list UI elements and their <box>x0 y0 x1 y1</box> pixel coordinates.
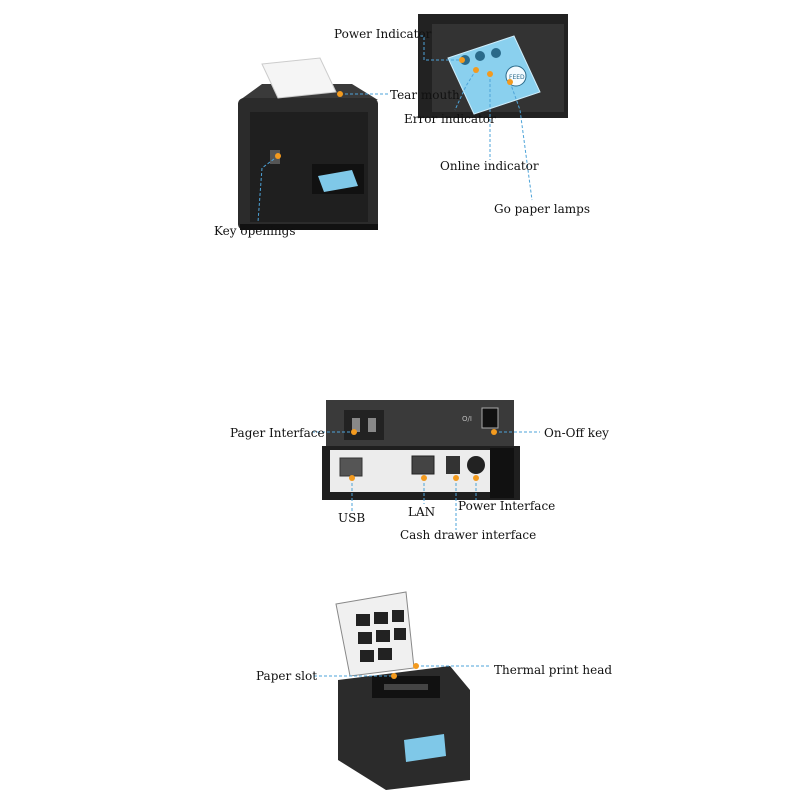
label-on-off-key: On-Off key <box>544 426 609 440</box>
label-paper-slot: Paper slot <box>256 669 318 683</box>
label-cash-drawer-interface: Cash drawer interface <box>400 528 537 542</box>
label-error-indicator: Error indicator <box>404 112 496 126</box>
printer-front <box>238 57 378 230</box>
feed-button-text: FEED <box>509 74 525 81</box>
label-go-paper-lamps: Go paper lamps <box>494 202 591 216</box>
label-tear-mouth: Tear mouth <box>390 88 460 102</box>
printer-open-lid <box>335 591 470 790</box>
control-panel-closeup: FEED <box>418 14 568 118</box>
label-usb: USB <box>338 511 366 525</box>
label-thermal-print-head: Thermal print head <box>494 663 613 677</box>
printer-back: O/I <box>322 400 520 500</box>
label-pager-interface: Pager Interface <box>230 426 325 440</box>
label-lan: LAN <box>408 505 436 519</box>
label-power-indicator: Power Indicator <box>334 27 432 41</box>
label-power-interface: Power Interface <box>458 499 556 513</box>
switch-marking: O/I <box>462 415 472 423</box>
label-online-indicator: Online indicator <box>440 159 539 173</box>
label-key-openings: Key openings <box>214 224 296 238</box>
